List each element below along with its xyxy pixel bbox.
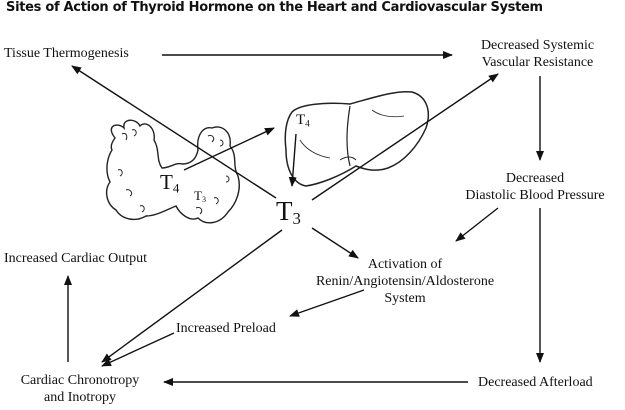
label-cardiac-chronotropy: Cardiac Chronotropy and Inotropy <box>20 373 140 405</box>
arrow-t3-to-raas <box>311 227 359 259</box>
label-decreased-afterload: Decreased Afterload <box>478 375 593 390</box>
arrow-preload-to-chronotropy <box>101 332 175 367</box>
arrow-liver-t4-to-t3 <box>288 133 297 187</box>
diagram-arrows <box>64 51 544 386</box>
label-raas: Activation of Renin/Angiotensin/Aldoster… <box>315 257 495 306</box>
liver-illustration <box>284 90 430 187</box>
arrow-thyroid-t4-to-liver <box>183 127 275 171</box>
label-decreased-svr: Decreased Systemic Vascular Resistance <box>480 38 595 70</box>
diagram-title: Sites of Action of Thyroid Hormone on th… <box>6 0 543 15</box>
t4-thyroid-symbol: T4 <box>160 170 180 196</box>
label-increased-cardiac-output: Increased Cardiac Output <box>4 251 148 266</box>
label-increased-preload: Increased Preload <box>176 321 276 336</box>
t3-thyroid-symbol: T3 <box>194 188 206 204</box>
label-decreased-dbp: Decreased Diastolic Blood Pressure <box>465 171 605 203</box>
arrow-t3-to-thermogenesis <box>71 65 277 199</box>
arrow-t3-to-svr <box>311 73 499 201</box>
arrow-t3-to-chronotropy <box>101 229 283 363</box>
thyroid-gland-illustration <box>105 119 240 224</box>
label-tissue-thermogenesis: Tissue Thermogenesis <box>4 46 129 61</box>
arrow-dbp-to-raas <box>455 207 499 242</box>
arrow-raas-to-preload <box>289 289 365 317</box>
t4-liver-symbol: T4 <box>296 112 310 130</box>
t3-central-symbol: T3 <box>276 196 301 229</box>
